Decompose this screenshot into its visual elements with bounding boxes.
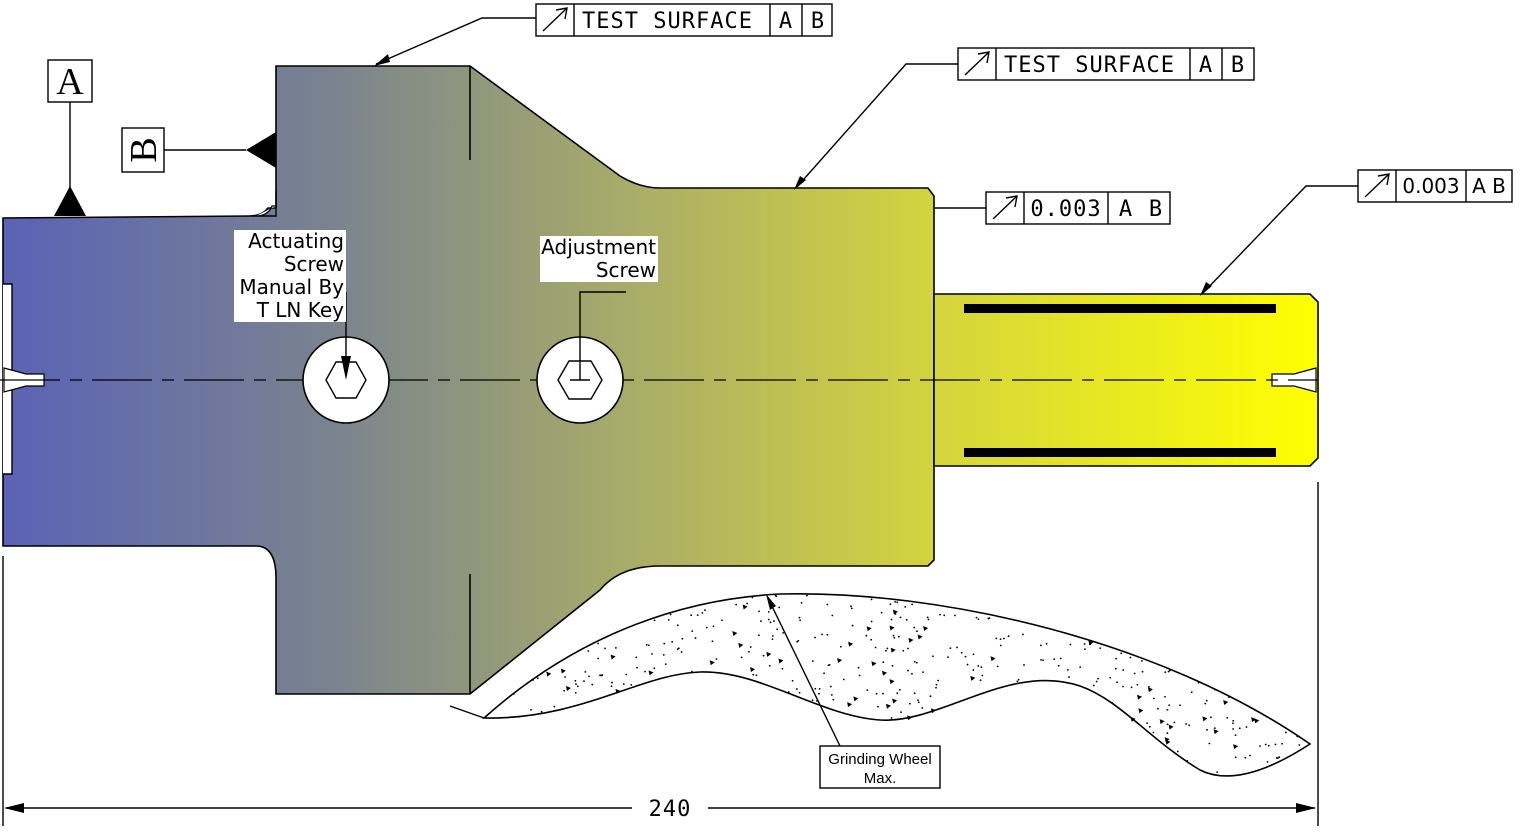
fcf-right-text: TEST SURFACE [1004,53,1175,78]
fcf-right-datum-b: B [1231,53,1245,78]
fcf-far: 0.003 A B [1200,169,1513,296]
actuating-line4: T LN Key [256,298,344,322]
adjustment-screw [536,291,626,424]
fcf-top-datum-a: A [779,9,793,34]
actuating-line1: Actuating [248,229,344,253]
adjustment-line2: Screw [596,258,656,282]
grinding-line1: Grinding Wheel [828,751,931,768]
fcf-top-datum-b: B [811,9,825,34]
runout-arrow-icon [542,7,568,32]
adjustment-screw-label: Adjustment Screw [540,235,658,282]
grinding-wheel [481,592,1312,777]
dimension-240: 240 [2,482,1319,826]
runout-arrow-icon [992,195,1018,220]
fcf-top: TEST SURFACE A B [374,3,833,66]
shaft-keyway-top [964,304,1276,313]
fcf-right-datum-a: A [1199,53,1213,78]
fcf-mid: 0.003 A B [934,191,1171,225]
fcf-right: TEST SURFACE A B [794,47,1255,190]
actuating-line3: Manual By [239,275,344,299]
fcf-top-text: TEST SURFACE [582,9,753,34]
fcf-far-datums: A B [1472,174,1506,198]
fcf-mid-datum-b: B [1149,197,1163,222]
grinding-wheel-label: Grinding Wheel Max. [766,594,941,789]
datum-b: B [121,127,276,173]
runout-arrow-icon [1364,173,1390,198]
runout-arrow-icon [964,51,990,76]
fcf-mid-tolerance: 0.003 [1030,197,1101,222]
datum-a-letter: A [56,61,84,103]
fcf-mid-datum-a: A [1119,197,1133,222]
dimension-value: 240 [649,797,692,822]
grinding-line2: Max. [864,770,897,787]
actuating-line2: Screw [284,252,344,276]
fcf-far-tolerance: 0.003 [1402,174,1459,198]
actuating-screw-label: Actuating Screw Manual By T LN Key [234,229,346,322]
datum-a: A [47,59,93,216]
actuating-screw [302,292,390,424]
adjustment-line1: Adjustment [541,235,656,259]
datum-b-letter: B [123,137,165,162]
shaft-keyway-bottom [964,448,1276,457]
